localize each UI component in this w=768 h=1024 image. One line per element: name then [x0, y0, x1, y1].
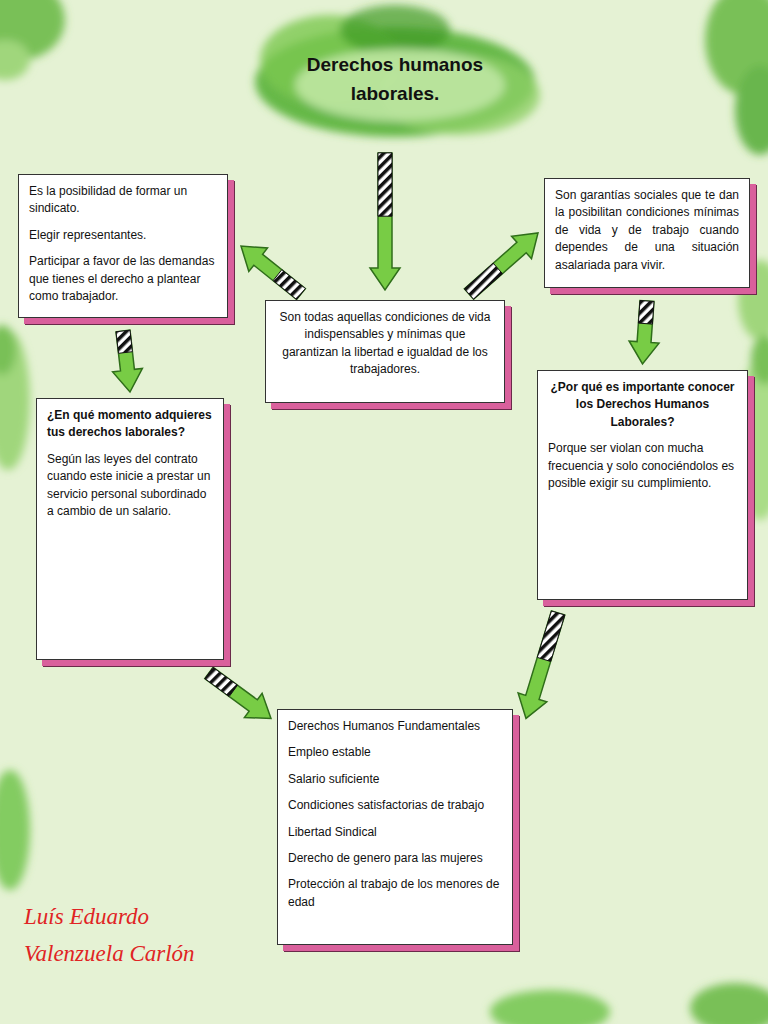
box-text: Condiciones satisfactorias de trabajo — [288, 797, 502, 814]
arrow-stripes — [378, 153, 392, 216]
block-arrow — [629, 301, 659, 365]
box-text: Es la posibilidad de formar un sindicato… — [29, 183, 217, 218]
block-arrow — [370, 153, 400, 290]
block-arrow — [241, 246, 305, 300]
arrow-body — [464, 233, 538, 299]
arrow-body — [629, 301, 659, 365]
box-text: Según las leyes del contrato cuando este… — [47, 451, 213, 521]
concept-box: ¿En qué momento adquieres tus derechos l… — [36, 398, 224, 660]
box-text: Elegir representantes. — [29, 227, 217, 244]
box-heading: ¿Por qué es importante conocer los Derec… — [548, 379, 737, 431]
arrow-stripes — [638, 301, 654, 325]
box-text: Protección al trabajo de los menores de … — [288, 876, 502, 911]
concept-box: ¿Por qué es importante conocer los Derec… — [537, 370, 748, 600]
box-text: Derecho de genero para las mujeres — [288, 850, 502, 867]
block-arrow — [205, 667, 271, 718]
arrow-stripes — [116, 330, 132, 353]
box-text: Empleo estable — [288, 744, 502, 761]
arrow-body — [205, 667, 271, 718]
arrow-stripes — [537, 611, 565, 662]
arrow-stripes — [273, 270, 305, 300]
arrow-body — [113, 330, 143, 392]
box-text: Son garantías sociales que te dan la pos… — [555, 187, 739, 274]
arrow-body — [518, 611, 565, 718]
author-name: Luís Eduardo Valenzuela Carlón — [24, 898, 229, 972]
block-arrow — [464, 233, 538, 299]
arrow-body — [370, 153, 400, 290]
concept-box: Son todas aquellas condiciones de vida i… — [265, 300, 505, 403]
concept-box: Son garantías sociales que te dan la pos… — [544, 178, 750, 288]
diagram-title: Derechos humanos laborales. — [280, 50, 510, 109]
box-text: Salario suficiente — [288, 771, 502, 788]
arrow-stripes — [464, 263, 502, 299]
box-text: Derechos Humanos Fundamentales — [288, 718, 502, 735]
box-heading: ¿En qué momento adquieres tus derechos l… — [47, 407, 213, 442]
box-text: Son todas aquellas condiciones de vida i… — [276, 309, 494, 379]
block-arrow — [518, 611, 565, 718]
box-text: Porque ser violan con mucha frecuencia y… — [548, 440, 737, 492]
block-arrow — [113, 330, 143, 392]
arrow-stripes — [205, 667, 238, 696]
box-text: Participar a favor de las demandas que t… — [29, 253, 217, 305]
concept-box: Derechos Humanos FundamentalesEmpleo est… — [277, 709, 513, 945]
arrow-body — [241, 246, 305, 300]
concept-box: Es la posibilidad de formar un sindicato… — [18, 174, 228, 318]
title-blob — [255, 5, 540, 137]
box-text: Libertad Sindical — [288, 824, 502, 841]
